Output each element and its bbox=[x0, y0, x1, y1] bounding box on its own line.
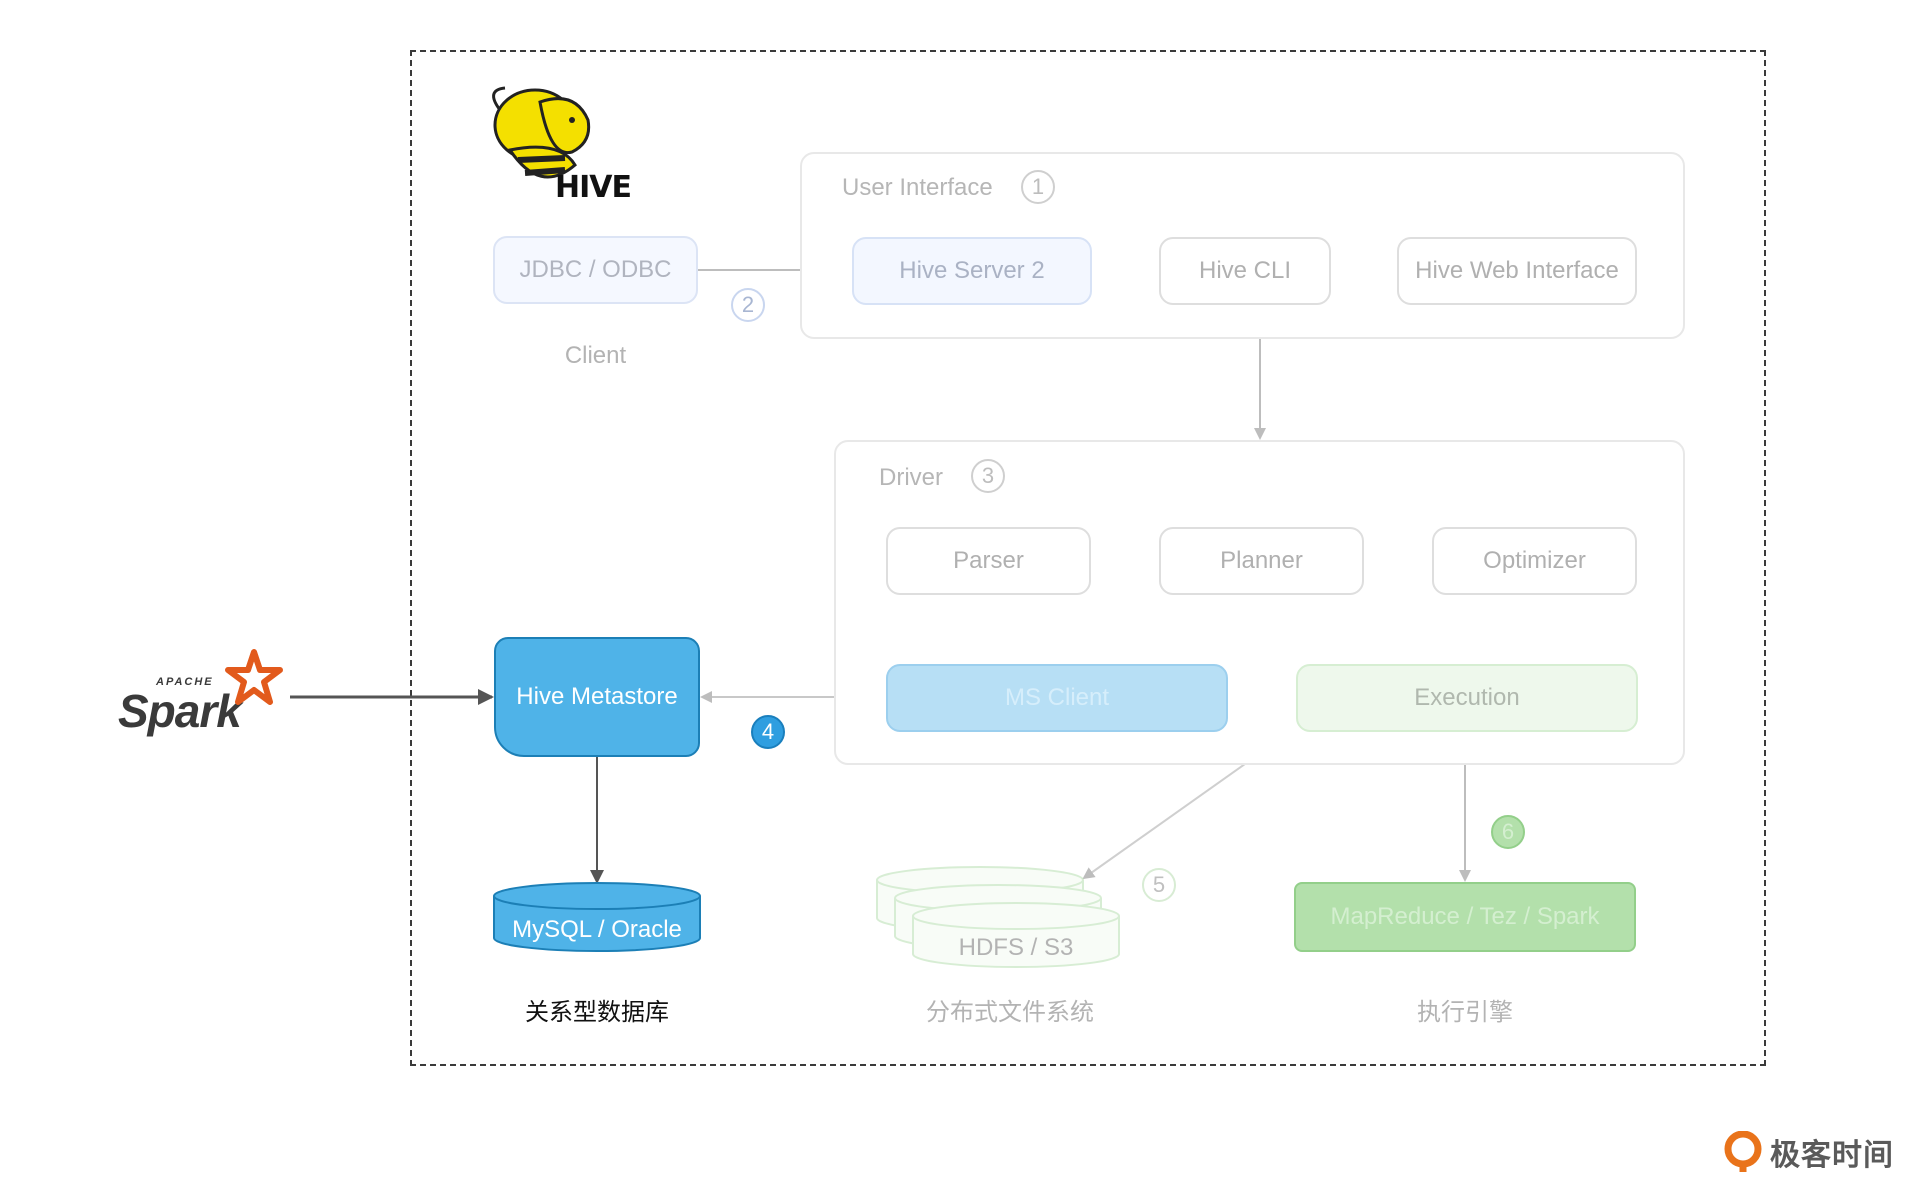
step-1-badge: 1 bbox=[1021, 170, 1055, 204]
dfs-label: HDFS / S3 bbox=[958, 934, 1074, 961]
execution-box: Execution bbox=[1296, 664, 1638, 732]
dfs-caption: 分布式文件系统 bbox=[926, 999, 1094, 1026]
engine-box: MapReduce / Tez / Spark bbox=[1294, 882, 1636, 952]
hive-logo-text: HIVE bbox=[555, 170, 632, 205]
optimizer-box: Optimizer bbox=[1432, 527, 1637, 595]
hive-server-2-box: Hive Server 2 bbox=[852, 237, 1092, 305]
client-caption: Client bbox=[564, 342, 627, 369]
brand-text: 极客时间 bbox=[1770, 1139, 1894, 1172]
hive-cli-box: Hive CLI bbox=[1159, 237, 1331, 305]
hive-metastore-box: Hive Metastore bbox=[494, 637, 700, 757]
hive-web-interface-box: Hive Web Interface bbox=[1397, 237, 1637, 305]
parser-box: Parser bbox=[886, 527, 1091, 595]
hive-logo: HIVE bbox=[480, 80, 632, 205]
spark-logo-small: APACHE bbox=[156, 676, 214, 688]
step-5-badge: 5 bbox=[1142, 868, 1176, 902]
brand-watermark: 极客时间 bbox=[1724, 1130, 1894, 1174]
driver-group: Driver 3 Parser Planner Optimizer MS Cli… bbox=[834, 440, 1685, 765]
engine-caption: 执行引擎 bbox=[1417, 999, 1513, 1026]
step-3-badge: 3 bbox=[971, 459, 1005, 493]
rdbms-label: MySQL / Oracle bbox=[512, 916, 682, 943]
driver-title: Driver bbox=[879, 464, 943, 491]
hive-bee-icon bbox=[492, 86, 591, 179]
rdbms-caption: 关系型数据库 bbox=[525, 999, 669, 1026]
brand-logo-icon bbox=[1724, 1131, 1762, 1172]
step-6-badge: 6 bbox=[1491, 815, 1525, 849]
ms-client-box: MS Client bbox=[886, 664, 1228, 732]
spark-logo: APACHE Spark bbox=[118, 648, 288, 738]
planner-box: Planner bbox=[1159, 527, 1364, 595]
step-2-badge: 2 bbox=[731, 288, 765, 322]
user-interface-group: User Interface 1 Hive Server 2 Hive CLI … bbox=[800, 152, 1685, 339]
user-interface-title: User Interface bbox=[842, 174, 993, 201]
step-4-badge: 4 bbox=[751, 715, 785, 749]
hive-boundary bbox=[410, 50, 1766, 1066]
jdbc-odbc-box: JDBC / ODBC bbox=[493, 236, 698, 304]
spark-star-icon bbox=[225, 649, 283, 705]
spark-logo-text: Spark bbox=[118, 685, 242, 737]
